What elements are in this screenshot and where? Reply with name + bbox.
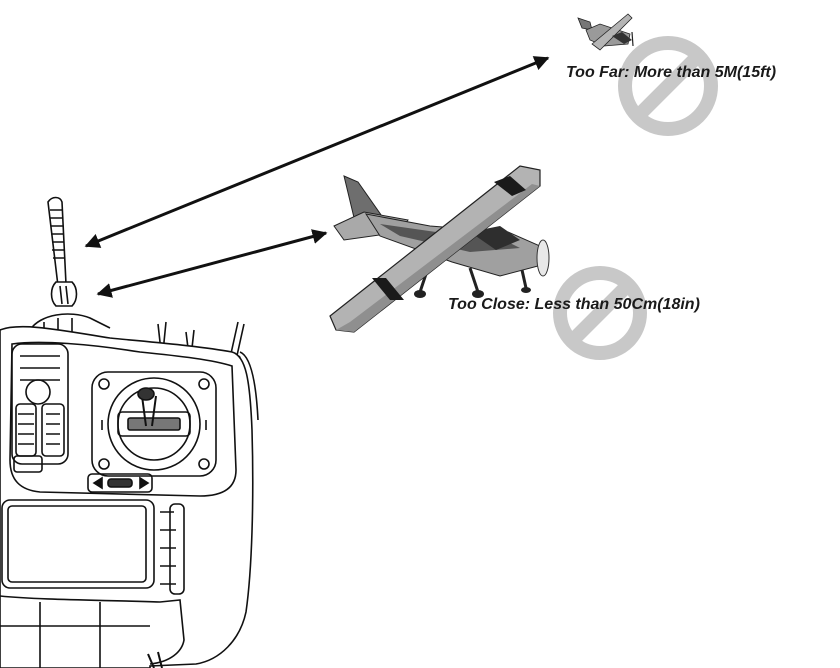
radio-transmitter-icon: [0, 196, 259, 668]
no-symbol-icon: [553, 266, 647, 360]
no-symbol-icon: [618, 36, 718, 136]
too-far-label: Too Far: More than 5M(15ft): [566, 64, 777, 81]
close-distance-arrow: [96, 229, 328, 298]
too-close-label: Too Close: Less than 50Cm(18in): [448, 296, 700, 313]
airplane-icon: [577, 13, 634, 51]
far-distance-arrow: [84, 56, 550, 248]
